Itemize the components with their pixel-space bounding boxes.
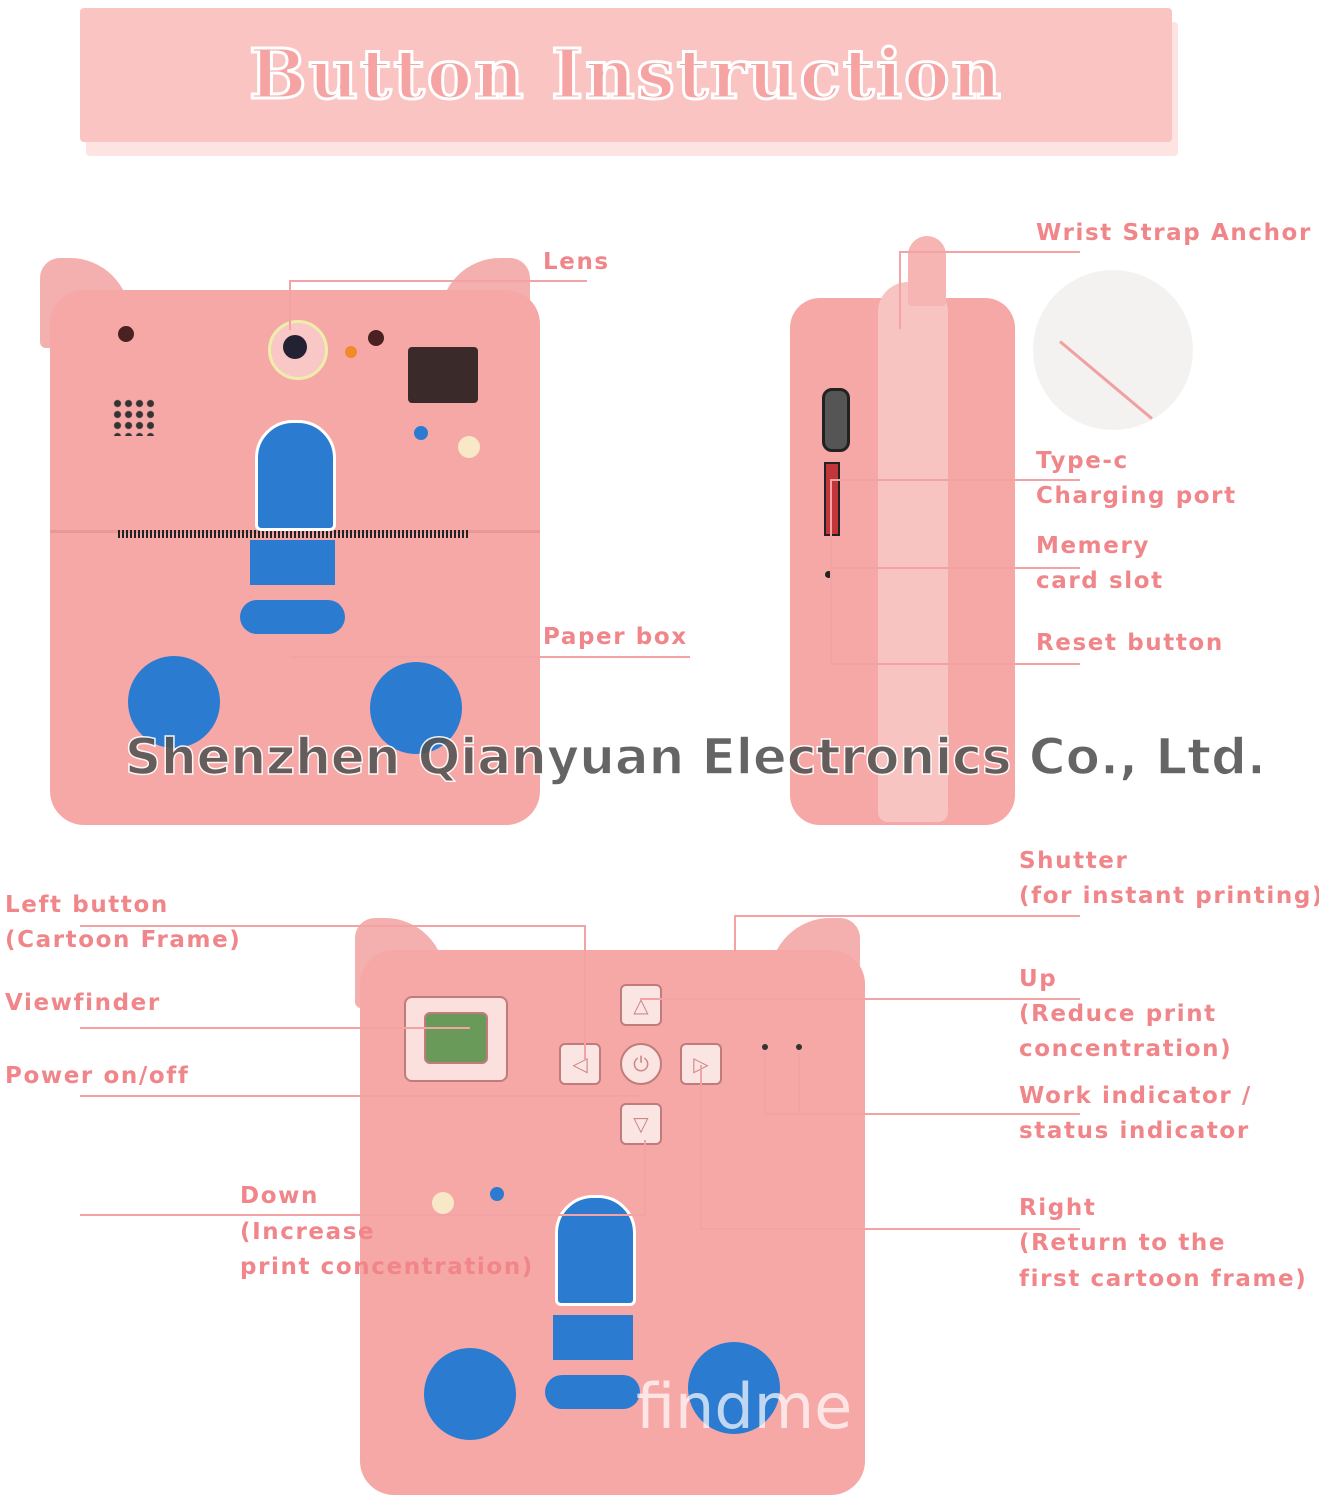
page-title: Button Instruction xyxy=(248,34,1003,117)
work-indicator xyxy=(762,1044,768,1050)
side-panel xyxy=(878,282,948,822)
label-right-desc-2: first cartoon frame) xyxy=(1019,1266,1308,1292)
company-watermark: Shenzhen Qianyuan Electronics Co., Ltd. xyxy=(124,727,1266,787)
leader-line xyxy=(830,479,832,663)
label-charging-port: Charging port xyxy=(1036,483,1237,509)
paper-outlet xyxy=(118,530,468,538)
label-down: Down xyxy=(240,1183,319,1209)
label-shutter: Shutter xyxy=(1019,848,1129,874)
planet-icon xyxy=(688,1342,780,1434)
label-status-indicator: status indicator xyxy=(1019,1118,1250,1144)
viewfinder-icon xyxy=(424,1012,488,1064)
robot-body-icon xyxy=(250,540,335,585)
label-viewfinder: Viewfinder xyxy=(5,990,161,1016)
leader-line xyxy=(735,915,1080,917)
wrist-strap-photo xyxy=(1033,270,1193,430)
robot-base-icon xyxy=(545,1375,640,1409)
leader-line xyxy=(290,280,587,282)
leader-line xyxy=(80,1095,640,1097)
speaker-grill-icon xyxy=(112,398,154,436)
planet-icon xyxy=(128,656,220,748)
leader-line xyxy=(290,656,690,658)
label-memory: Memery xyxy=(1036,533,1150,559)
leader-line xyxy=(644,1140,646,1215)
leader-line xyxy=(289,280,291,330)
label-left-desc: (Cartoon Frame) xyxy=(5,927,242,953)
mic-hole xyxy=(118,326,134,342)
label-right: Right xyxy=(1019,1195,1097,1221)
leader-line xyxy=(584,925,586,1060)
label-work-indicator: Work indicator / xyxy=(1019,1083,1252,1109)
label-up: Up xyxy=(1019,966,1058,992)
up-button[interactable]: △ xyxy=(620,984,662,1026)
leader-line xyxy=(80,925,585,927)
decor-dot xyxy=(432,1192,454,1214)
typec-port-icon xyxy=(822,388,850,452)
label-down-desc: (Increase xyxy=(240,1219,376,1245)
decor-dot xyxy=(458,436,480,458)
leader-line xyxy=(830,479,1080,481)
label-reset: Reset button xyxy=(1036,630,1224,656)
robot-body-icon xyxy=(553,1315,633,1360)
down-button[interactable]: ▽ xyxy=(620,1103,662,1145)
leader-line xyxy=(765,1113,1080,1115)
label-shutter-desc: (for instant printing) xyxy=(1019,883,1319,909)
planet-icon xyxy=(370,662,462,754)
label-power: Power on/off xyxy=(5,1063,190,1089)
leader-line xyxy=(734,915,736,953)
wrist-strap-anchor xyxy=(908,236,946,306)
title-banner: Button Instruction xyxy=(80,8,1172,142)
reset-button[interactable] xyxy=(825,571,832,578)
leader-line xyxy=(700,1065,702,1228)
lens-glass xyxy=(283,335,307,359)
robot-head-icon xyxy=(555,1195,636,1306)
label-down-desc-2: print concentration) xyxy=(240,1254,534,1280)
power-button[interactable]: ⏻ xyxy=(620,1043,662,1085)
decor-dot xyxy=(414,426,428,440)
indicator-light xyxy=(345,346,357,358)
left-button[interactable]: ◁ xyxy=(559,1043,601,1085)
leader-line xyxy=(764,1053,766,1113)
label-wrist-strap: Wrist Strap Anchor xyxy=(1036,220,1312,246)
viewfinder-window xyxy=(408,347,478,403)
leader-line xyxy=(80,1214,646,1216)
flash-sensor xyxy=(368,330,384,346)
leader-line xyxy=(700,1228,1080,1230)
status-indicator xyxy=(796,1044,802,1050)
leader-line xyxy=(830,567,1080,569)
label-left-button: Left button xyxy=(5,892,169,918)
leader-line xyxy=(80,1027,470,1029)
site-watermark: findme xyxy=(636,1370,853,1443)
planet-icon xyxy=(424,1348,516,1440)
decor-dot xyxy=(490,1187,504,1201)
label-right-desc: (Return to the xyxy=(1019,1230,1227,1256)
leader-line xyxy=(899,251,901,329)
memory-card-slot xyxy=(824,462,840,536)
label-card-slot: card slot xyxy=(1036,568,1164,594)
leader-line xyxy=(798,1053,800,1113)
label-up-desc-2: concentration) xyxy=(1019,1036,1233,1062)
label-lens: Lens xyxy=(543,249,610,275)
label-typec: Type-c xyxy=(1036,448,1129,474)
label-up-desc: (Reduce print xyxy=(1019,1001,1217,1027)
label-paper-box: Paper box xyxy=(543,624,688,650)
leader-line xyxy=(900,251,1080,253)
robot-head-icon xyxy=(255,420,336,531)
leader-line xyxy=(830,663,1080,665)
leader-line xyxy=(640,998,1080,1000)
robot-base-icon xyxy=(240,600,345,634)
